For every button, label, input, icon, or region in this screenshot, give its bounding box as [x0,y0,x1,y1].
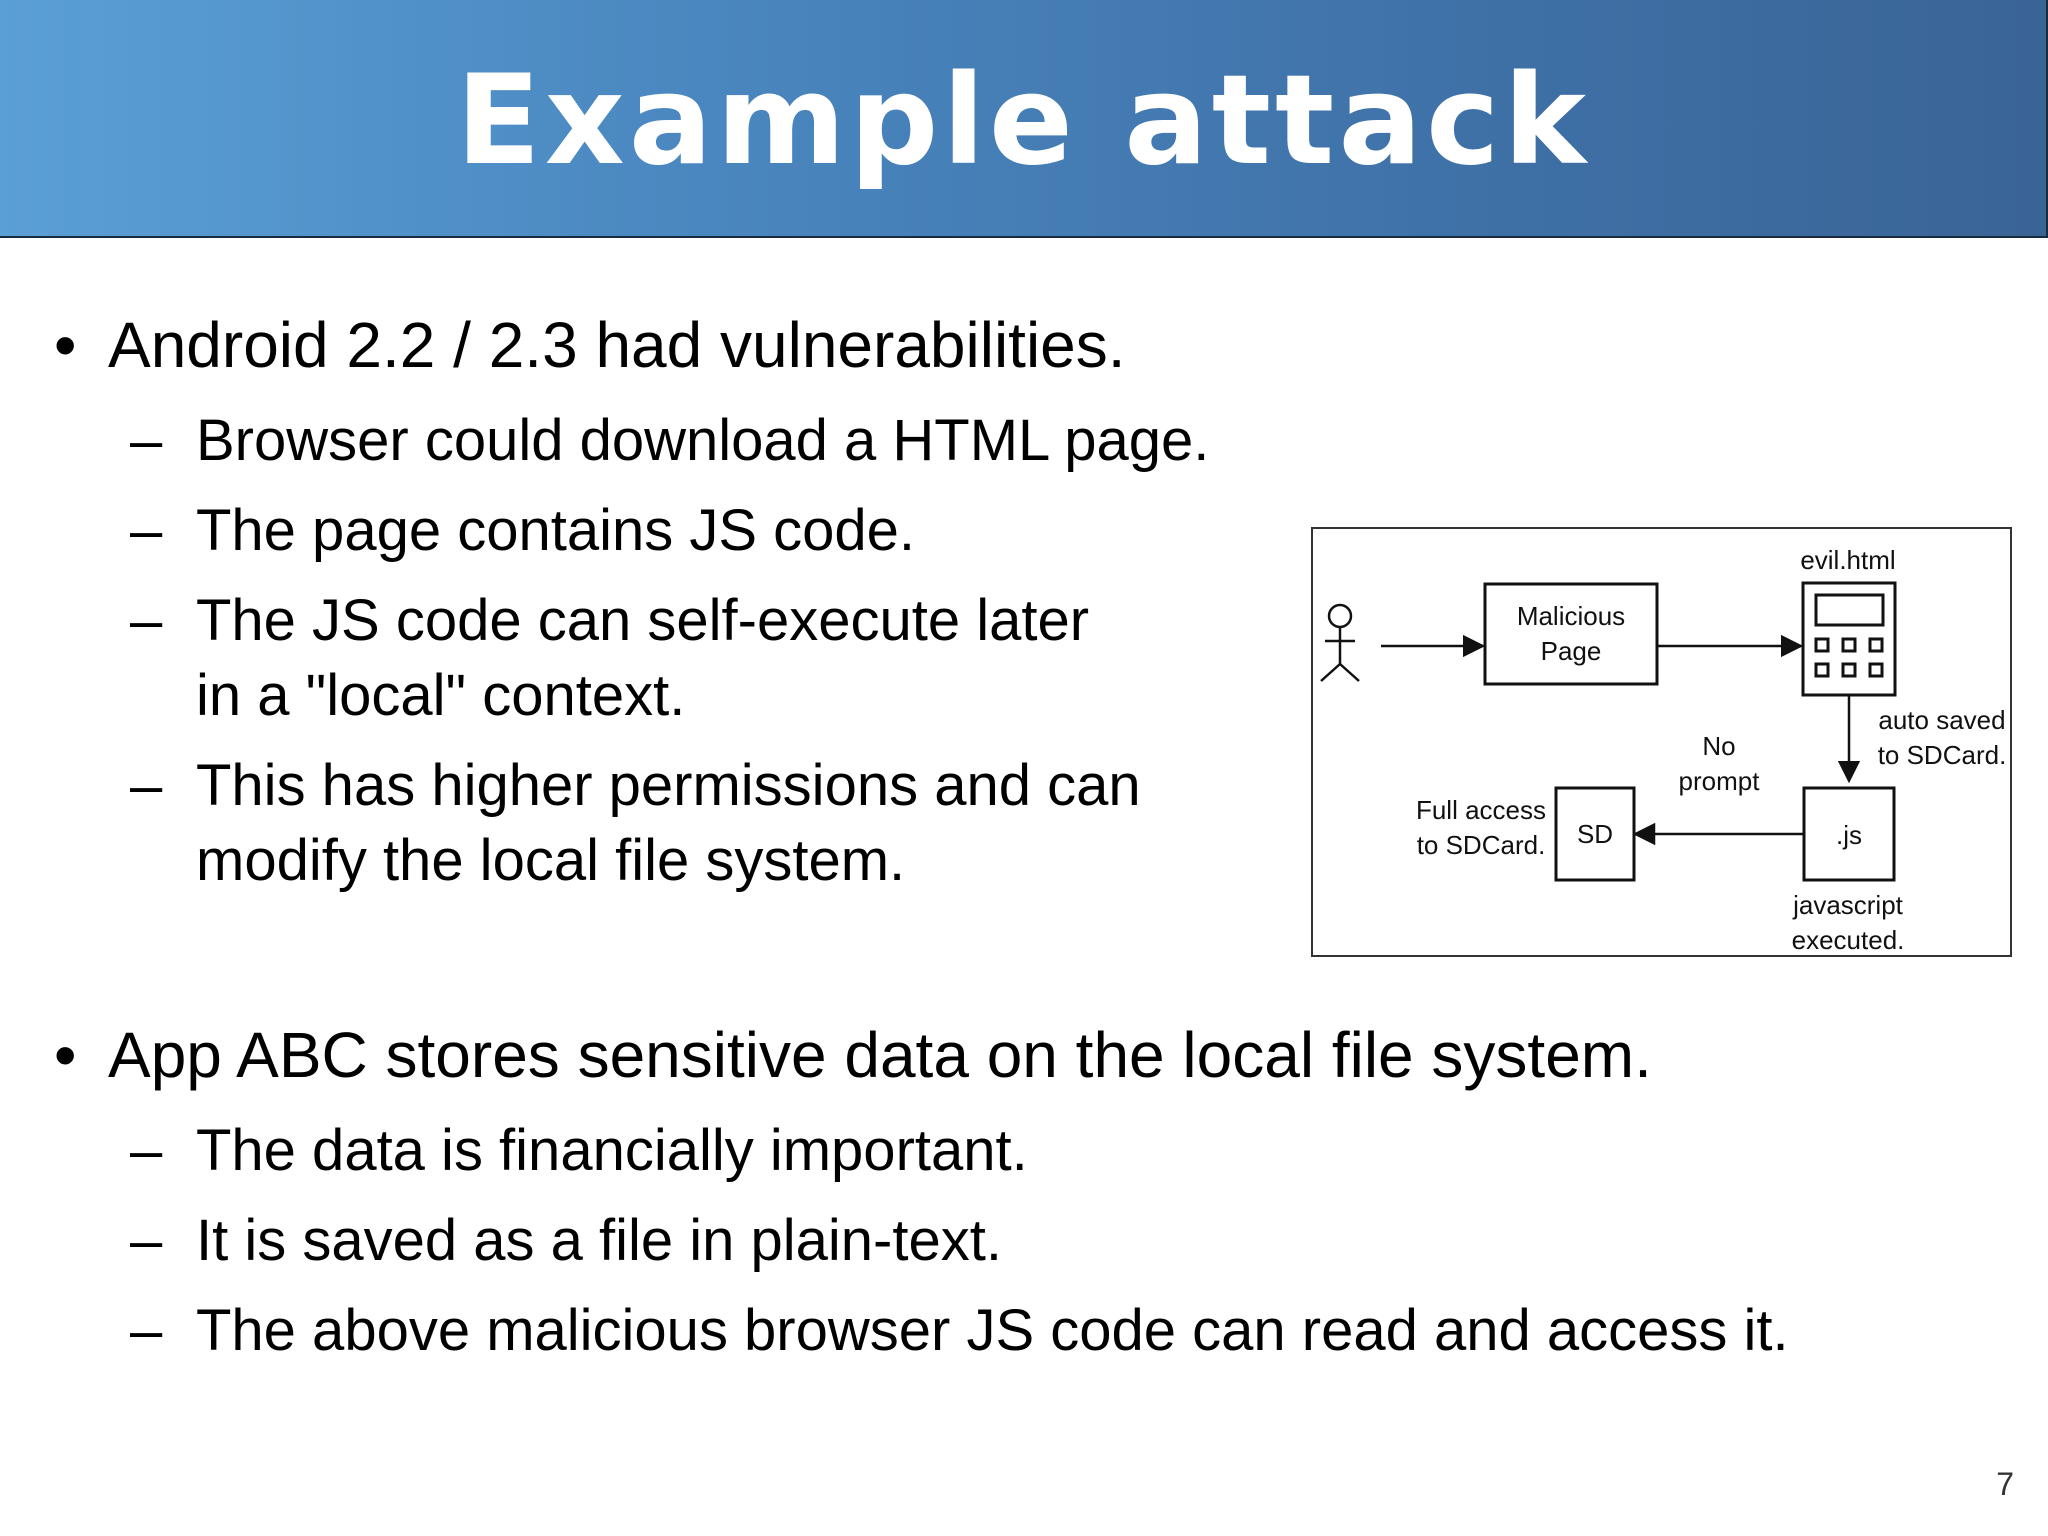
malicious-page-label-line1: Malicious [1517,601,1625,631]
sd-label: SD [1577,819,1613,849]
js-executed-label-line1: javascript [1792,890,1904,920]
sub-bullet-marker: – [130,588,163,653]
mobile-device-icon [1801,581,1897,697]
sub-bullet-text: The data is financially important. [196,1118,1028,1183]
sub-bullet-marker: – [130,1208,163,1273]
sub-bullet-marker: – [130,498,163,563]
bullet-text: App ABC stores sensitive data on the loc… [108,1019,1652,1091]
sub-bullet-text: modify the local file system. [196,828,906,893]
sub-bullet-text: The above malicious browser JS code can … [196,1298,1789,1363]
malicious-page-box [1483,582,1659,686]
attack-diagram: Malicious Page evil.html auto saved [1311,527,2012,957]
auto-saved-label-line1: auto saved [1878,705,2005,735]
js-box [1802,786,1896,882]
bullet-marker: • [54,309,77,381]
js-label: .js [1836,820,1862,850]
sub-bullet-marker: – [130,1118,163,1183]
sub-bullet-text: The JS code can self-execute later [196,588,1090,653]
title-bar: Example attack [0,0,2048,238]
attack-diagram-svg: Malicious Page evil.html auto saved [1320,545,2007,955]
no-prompt-label-line1: No [1702,731,1735,761]
full-access-label-line1: Full access [1416,795,1546,825]
sd-box [1554,786,1636,882]
sub-bullet-text: It is saved as a file in plain-text. [196,1208,1002,1273]
sub-bullet-text: Browser could download a HTML page. [196,408,1210,473]
sub-bullet-marker: – [130,1298,163,1363]
slide-title: Example attack [456,49,1590,193]
no-prompt-label-line2: prompt [1679,766,1761,796]
sub-bullet-marker: – [130,408,163,473]
sub-bullet-text: in a "local" context. [196,663,686,728]
js-executed-label-line2: executed. [1792,925,1905,955]
full-access-label-line2: to SDCard. [1417,830,1546,860]
auto-saved-label-line2: to SDCard. [1878,740,2007,770]
sub-bullet-marker: – [130,753,163,818]
page-number: 7 [1996,1466,2014,1502]
sub-bullet-text: This has higher permissions and can [196,753,1141,818]
stick-figure-icon [1320,603,1360,682]
bullet-marker: • [54,1019,77,1091]
sub-bullet-text: The page contains JS code. [196,498,916,563]
bullet-text: Android 2.2 / 2.3 had vulnerabilities. [108,309,1126,381]
malicious-page-label-line2: Page [1541,636,1602,666]
evil-html-label: evil.html [1800,545,1895,575]
